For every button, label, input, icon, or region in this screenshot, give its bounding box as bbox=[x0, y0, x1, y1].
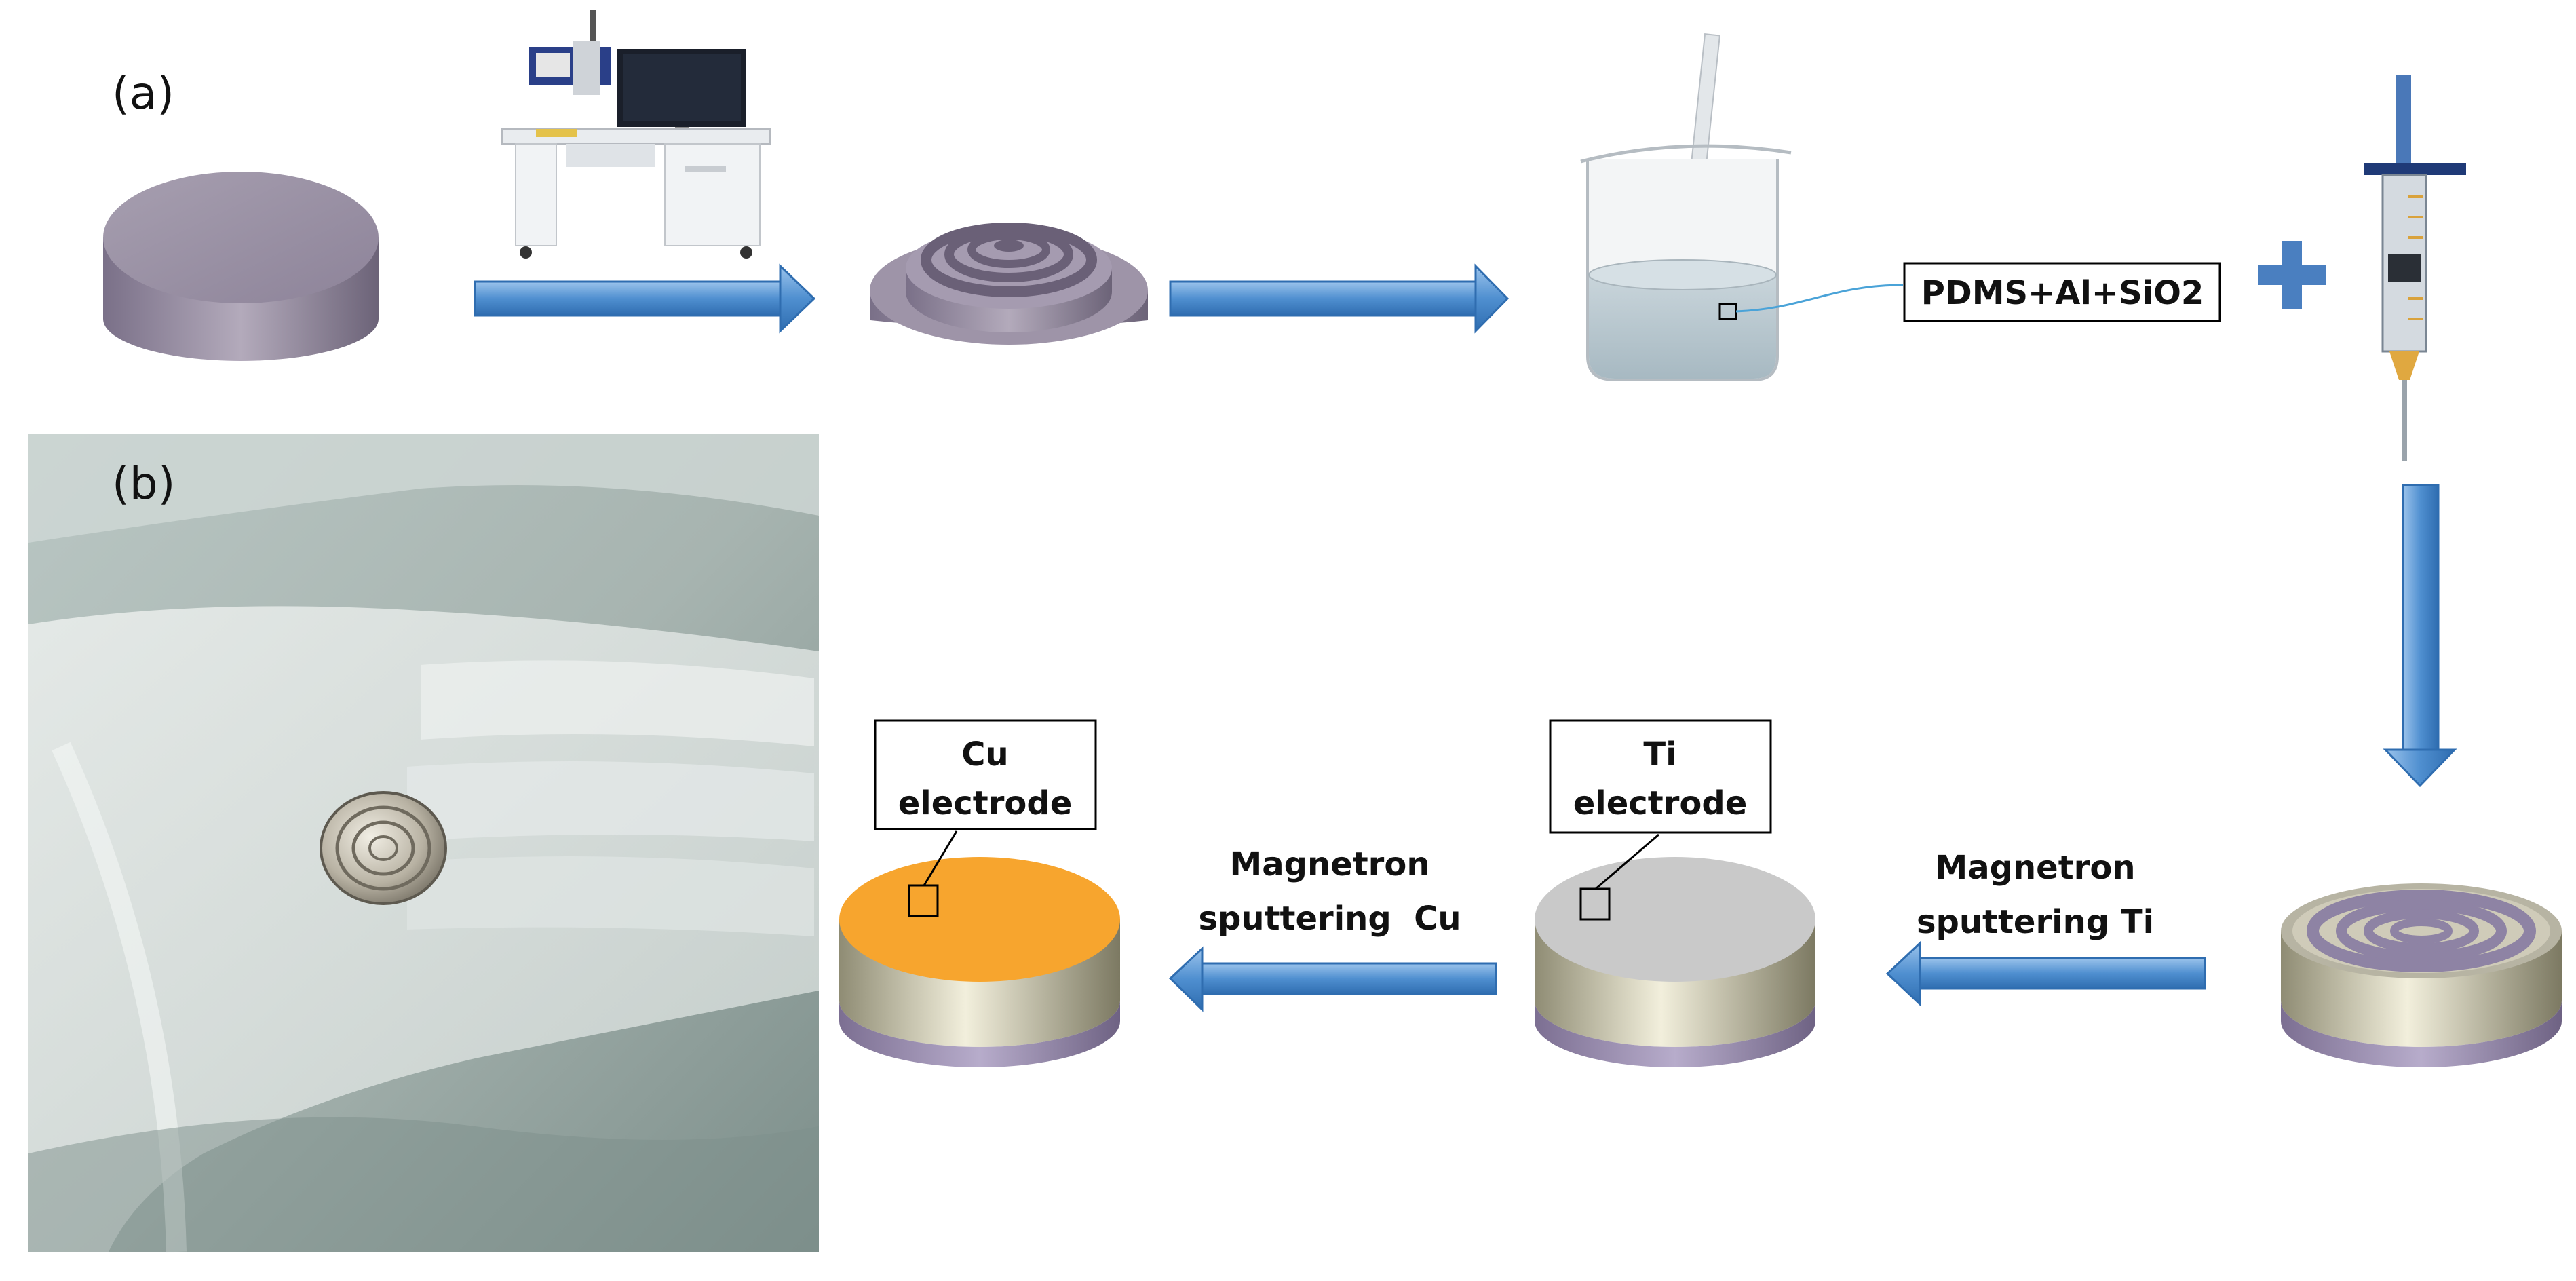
process-arrow-2 bbox=[1169, 263, 1510, 334]
cu-callout-marker bbox=[908, 884, 939, 917]
cu-label-line1: Cu bbox=[961, 735, 1008, 773]
process-arrow-down bbox=[2383, 484, 2457, 788]
patterned-disk bbox=[2281, 883, 2562, 1067]
panel-label-a: (a) bbox=[112, 67, 174, 119]
sputter-cu-line1: Magnetron bbox=[1229, 845, 1429, 883]
device-coin bbox=[320, 791, 447, 905]
ti-label-line2: electrode bbox=[1573, 784, 1748, 822]
device-photo bbox=[28, 434, 819, 1253]
mixture-label: PDMS+Al+SiO2 bbox=[1921, 274, 2204, 312]
process-arrow-cu bbox=[1168, 946, 1497, 1012]
plus-icon bbox=[2258, 241, 2326, 309]
process-arrow-1 bbox=[474, 263, 816, 334]
cu-label-box: Cu electrode bbox=[874, 719, 1097, 830]
mixture-label-box: PDMS+Al+SiO2 bbox=[1903, 262, 2221, 322]
cu-label-line2: electrode bbox=[898, 784, 1073, 822]
substrate-disk bbox=[103, 172, 379, 361]
cu-coated-disk bbox=[839, 830, 1120, 1067]
ti-label-line1: Ti bbox=[1643, 735, 1676, 773]
sputter-cu-line2: sputtering Cu bbox=[1198, 900, 1461, 938]
ti-callout-marker bbox=[1579, 887, 1611, 921]
process-arrow-ti bbox=[1885, 940, 2206, 1007]
sputter-ti-line2: sputtering Ti bbox=[1917, 903, 2154, 941]
laser-engraver-icon bbox=[501, 10, 771, 259]
ti-coated-disk bbox=[1535, 833, 1815, 1067]
syringe-icon bbox=[2364, 75, 2466, 461]
beaker-icon bbox=[1580, 33, 1904, 381]
panel-label-b: (b) bbox=[112, 457, 175, 510]
sputter-ti-line1: Magnetron bbox=[1935, 849, 2135, 887]
ti-label-box: Ti electrode bbox=[1549, 719, 1772, 834]
engraved-disk bbox=[870, 223, 1148, 345]
